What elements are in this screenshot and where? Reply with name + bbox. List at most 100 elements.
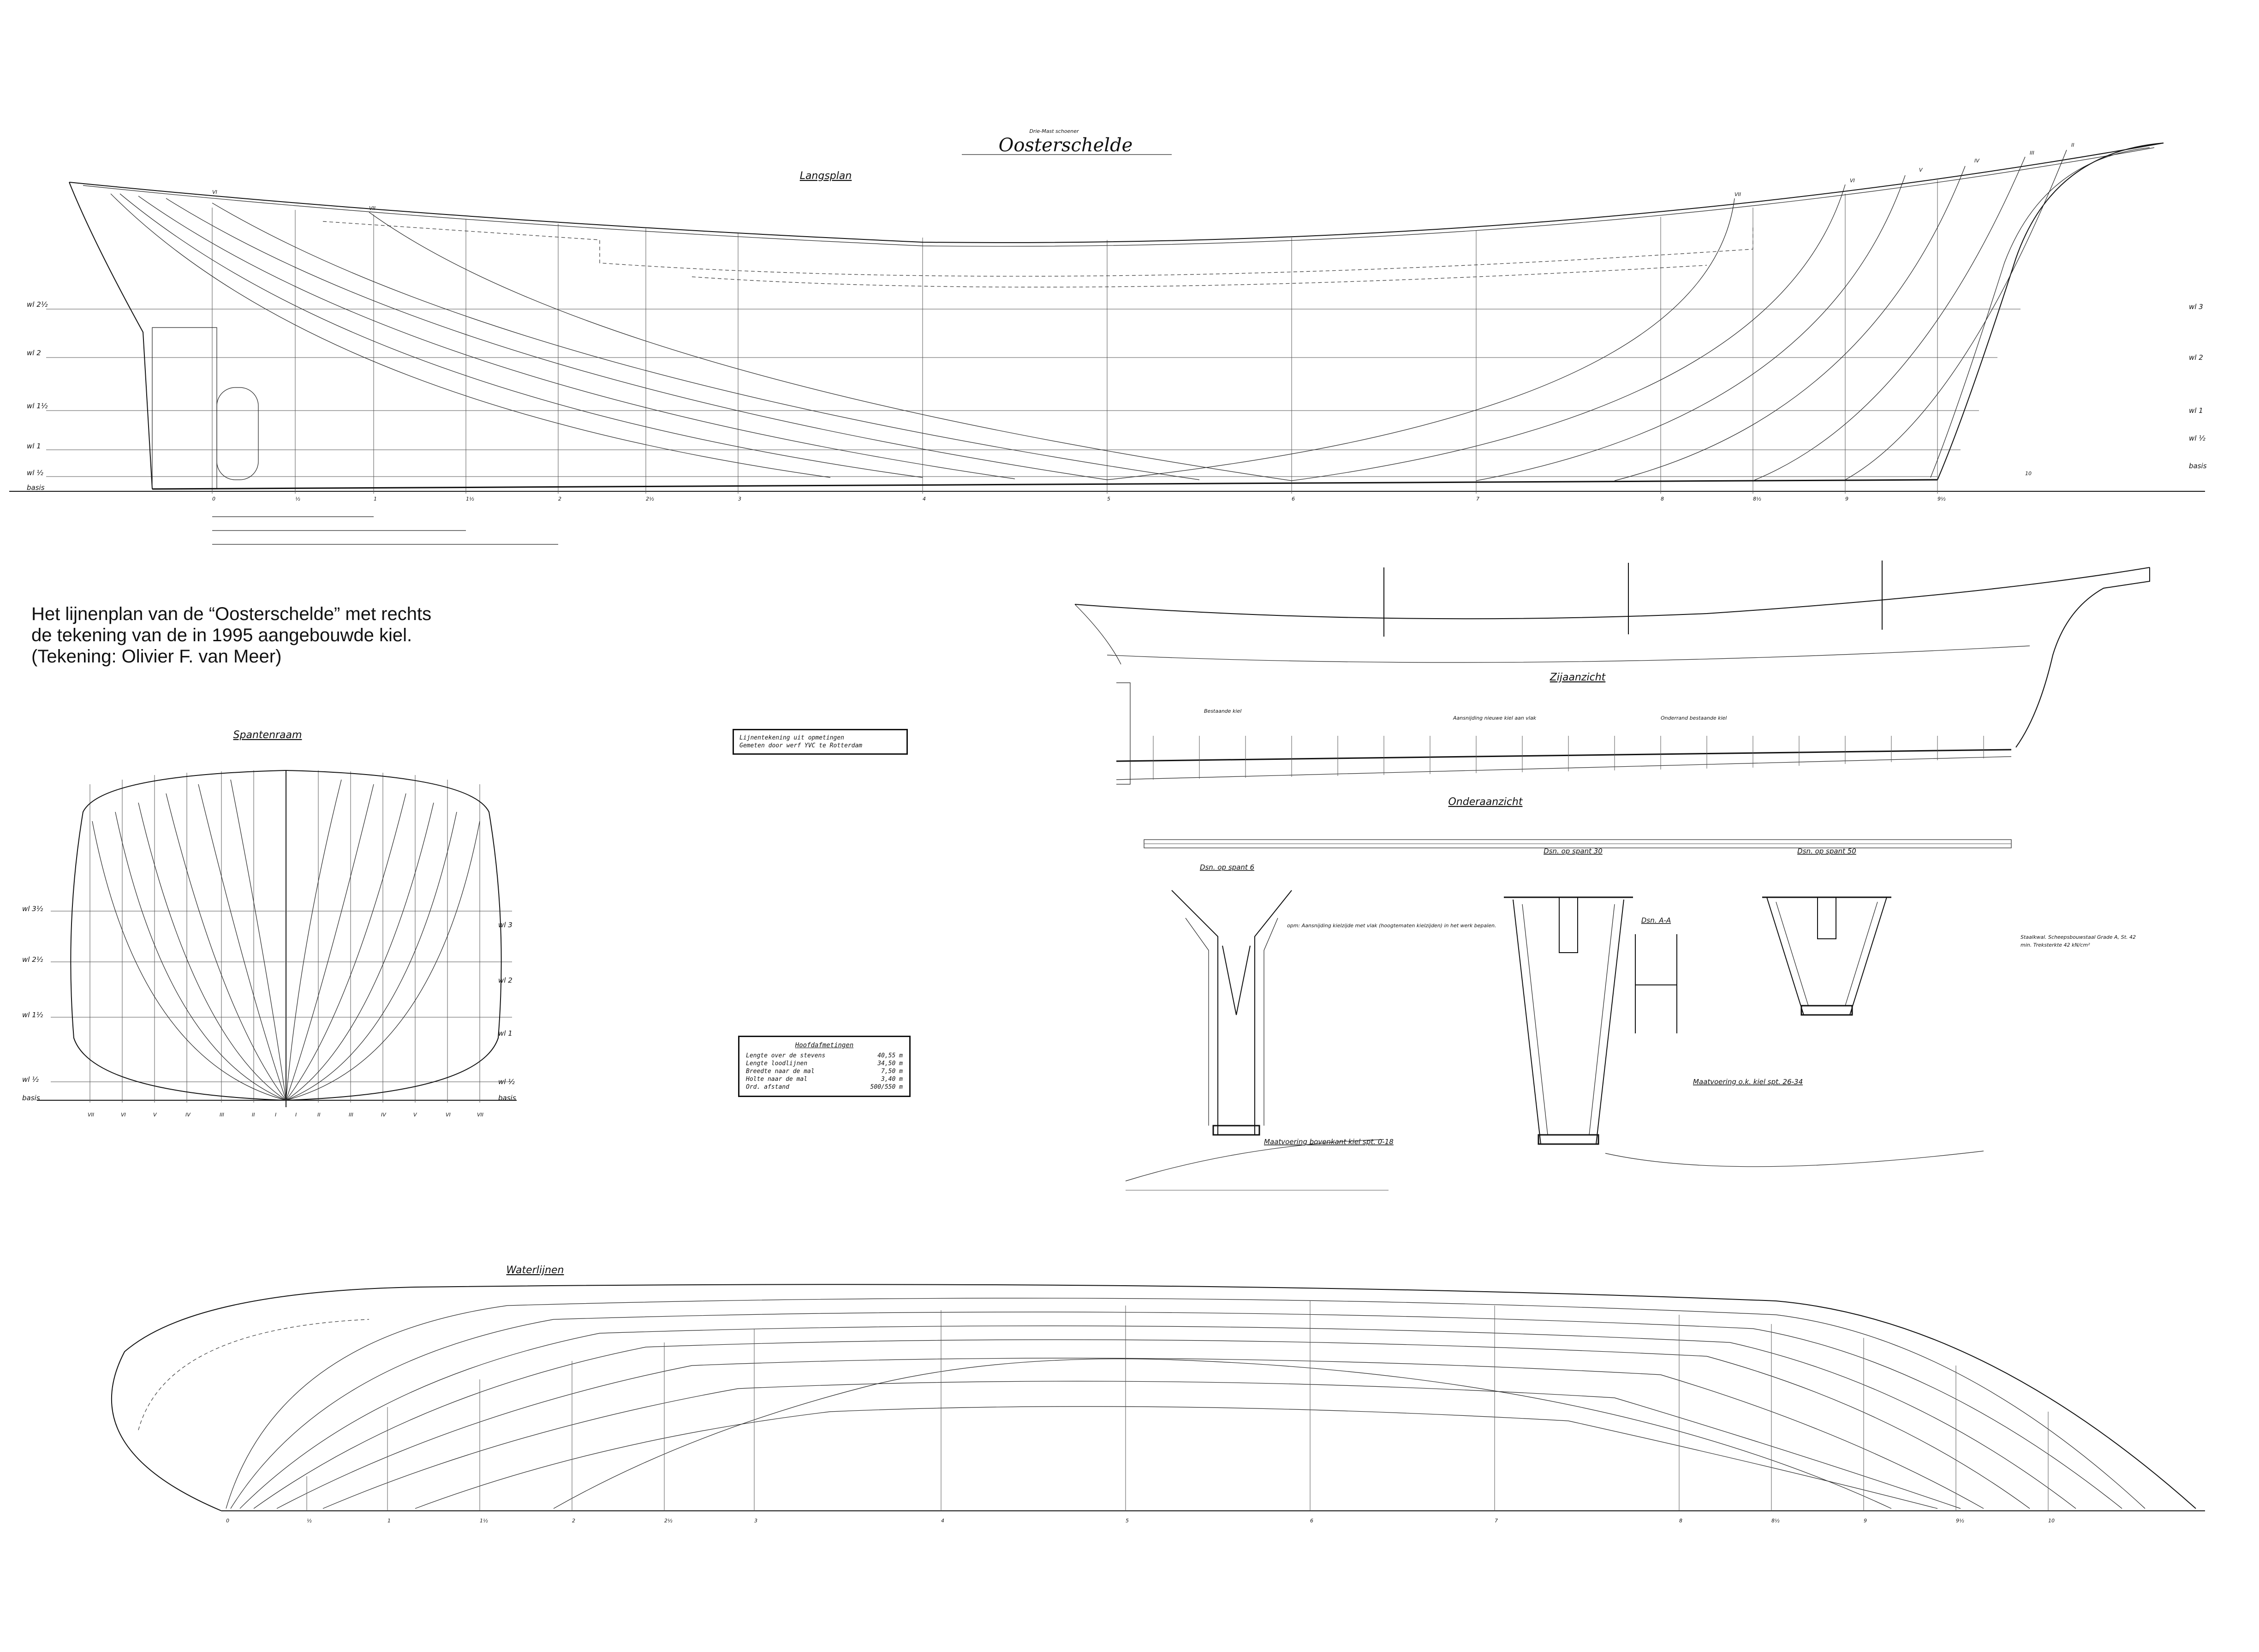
onderaanzicht-view: Onderaanzicht [1144,796,2012,848]
wl-label: wl 2 [2189,353,2203,362]
section-inner [1776,901,1878,1006]
source-box: Lijnentekening uit opmetingen Gemeten do… [733,729,908,755]
dimension-row: Breedte naar de mal 7,50 m [746,1068,903,1075]
wl-label: basis [498,1094,516,1102]
langsplan-buttock-numerals: VI VII VII VI V IV III II [212,142,2074,211]
dimension-label: Breedte naar de mal [746,1068,815,1075]
section-flat-bar [1212,1125,1260,1136]
body-labels-left: wl 3½ wl 2½ wl 1½ wl ½ basis [22,905,43,1102]
dimension-value: 40,55 m [877,1052,903,1059]
dimension-label: Lengte over de stevens [746,1052,826,1059]
station-number: 6 [1310,1518,1313,1524]
buttock-numeral: III [2030,150,2034,156]
buttock-numeral: I [275,1112,276,1118]
station-number: 2½ [664,1518,673,1524]
keel-note: Onderrand bestaande kiel [1661,715,1727,721]
langsplan-view: Langsplan [9,142,2207,545]
half-breadth-station-numbers: 0 ½ 1 1½ 2 2½ 3 4 5 6 7 8 8½ 9 9½ 10 [226,1518,2055,1524]
wl-label: wl 1 [27,442,41,450]
keel-note: Aansnijding nieuwe kiel aan vlak [1453,715,1537,721]
section-spant-6: Dsn. op spant 6 opm: Aansnijding kielzij… [1171,863,1496,1136]
dimension-label: Lengte loodlijnen [746,1060,808,1067]
buttock-numeral: VII [369,205,376,211]
section-spant-50: Dsn. op spant 50 [1762,847,1891,1016]
deck-outline-dash [138,1319,370,1431]
wl-label: wl 1 [2189,406,2203,415]
maatvoering-1: Maatvoering bovenkant kiel spt. 0-18 [1264,1138,1394,1146]
body-waterlines [51,911,512,1082]
section-title: Dsn. op spant 30 [1544,847,1603,855]
section-note: opm: Aansnijding kielzijde met vlak (hoo… [1287,923,1496,929]
keel-stern-top [1074,604,1121,665]
station-number: 2½ [646,496,654,502]
buttock-numeral: VII [1734,191,1741,197]
keel-wl [1107,645,2030,663]
langsplan-title: Langsplan [800,170,852,182]
body-fwd-outline [286,770,502,1101]
buttock-numeral: II [317,1112,321,1118]
source-text: Gemeten door werf YVC te Rotterdam [739,742,863,749]
station-number: 10 [2025,471,2032,477]
station-number: 8½ [1753,496,1761,502]
buttock-numeral: VI [121,1112,126,1118]
keel-sheer [1074,567,2150,620]
section-flat-bar [1538,1134,1599,1145]
dimension-label: Holte naar de mal [746,1076,808,1083]
stem-profile [1937,143,2164,480]
deck-line-2 [691,265,1707,288]
source-line-2: Gemeten door werf YVC te Rotterdam [739,742,901,750]
wl-label: wl 2 [27,349,41,357]
steel-spec: Staalkwal. Scheepsbouwstaal Grade A, St.… [2021,934,2136,940]
dimension-value: 500/550 m [870,1084,903,1091]
source-text: Lijnentekening uit opmetingen [739,734,844,741]
dimension-value: 34,50 m [877,1060,903,1067]
station-number: 1 [387,1518,391,1524]
sheer-line [69,143,2164,243]
section-inner [1185,918,1278,1126]
keel-line [152,479,1938,490]
caption-line-1: Het lijnenplan van de “Oosterschelde” me… [31,604,432,624]
buttock-numeral: IV [1974,158,1980,164]
deck-line [322,221,1753,277]
wl-label: wl 2½ [22,955,43,964]
buttock-numeral: VI [1850,178,1855,184]
wl-label: wl 3½ [22,905,43,913]
half-breadth-stations [306,1301,2049,1511]
buttock-numeral: V [1919,167,1923,173]
new-keel [1116,749,2012,762]
station-number: ½ [307,1518,312,1524]
body-aft-outline [70,770,286,1101]
station-number: 3 [754,1518,757,1524]
header-subtitle: Drie-Mast schoener [1029,128,1079,134]
drawing-caption: Het lijnenplan van de “Oosterschelde” me… [31,603,493,667]
wl-label: basis [2189,462,2207,470]
section-outline [1513,899,1624,1145]
station-number: 4 [941,1518,944,1524]
waterlijnen-view: Waterlijnen [111,1264,2205,1524]
deck-outline [111,1284,2196,1511]
dimensions-title: Hoofdafmetingen [795,1042,854,1049]
caption-line-3: (Tekening: Olivier F. van Meer) [31,646,282,667]
station-number: 1½ [466,496,474,502]
station-number: 5 [1107,496,1110,502]
keel-note: Bestaande kiel [1204,708,1241,714]
station-number: 4 [923,496,926,502]
wl-label: wl 1 [498,1029,513,1038]
station-number: 0 [212,496,215,502]
wl-label: wl ½ [27,469,43,477]
keel-underside [1116,756,2012,780]
section-title: Dsn. A-A [1641,916,1671,924]
dimension-value: 7,50 m [881,1068,903,1075]
wl-label: basis [27,483,45,492]
station-number: 2 [572,1518,575,1524]
dimension-row: Lengte loodlijnen 34,50 m [746,1060,903,1068]
rudder [152,327,217,489]
sheer-line-inner [83,147,2155,247]
keel-profile-curve-2 [1605,1151,1984,1167]
section-title: Dsn. op spant 6 [1200,863,1254,871]
keel-profile-curve [1125,1139,1384,1181]
wl-label: wl 1½ [22,1011,43,1019]
steel-spec-2: min. Treksterkte 42 kN/cm² [2021,942,2090,948]
